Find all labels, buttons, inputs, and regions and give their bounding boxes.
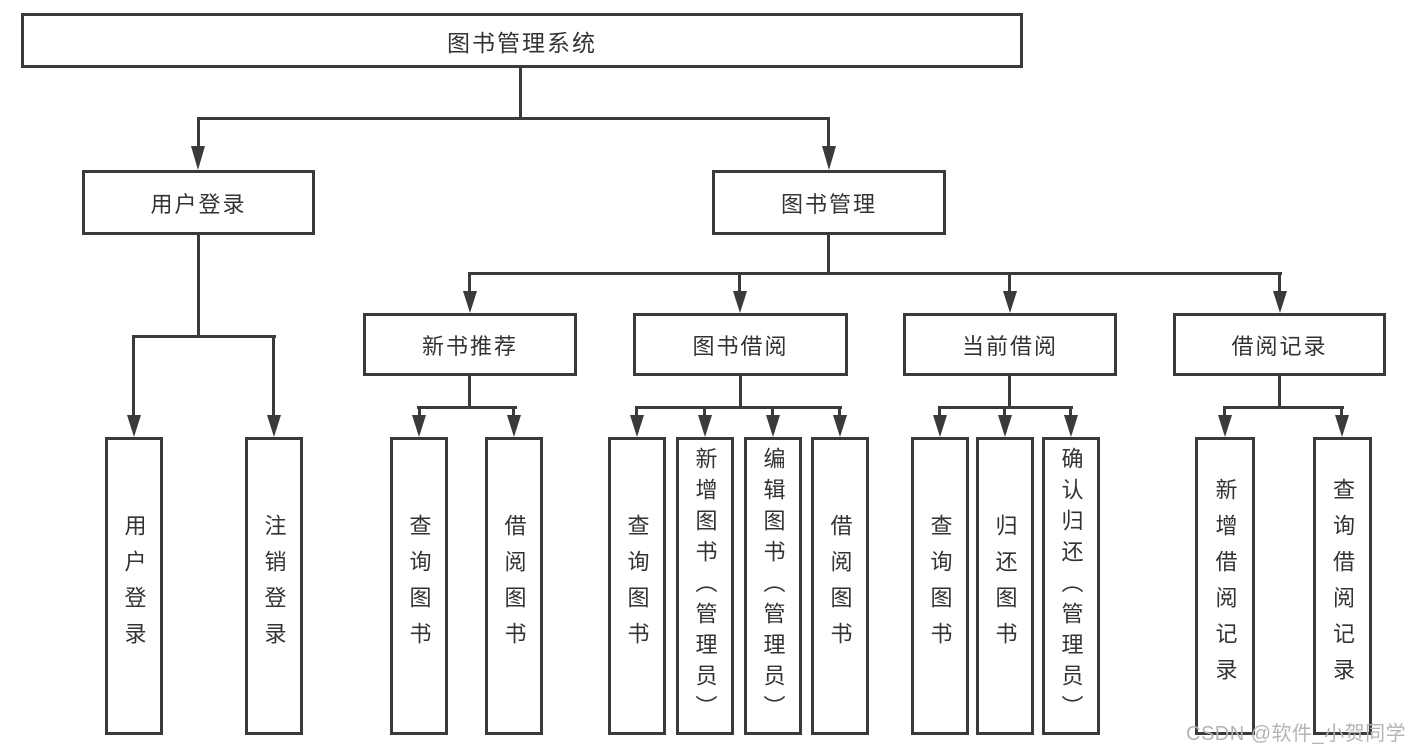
connector-line: [838, 406, 841, 416]
node-new-book-recommend-label: 新书推荐: [421, 333, 518, 359]
connector-line: [132, 335, 135, 416]
connector-line: [1278, 272, 1281, 292]
leaf-confirm-return-admin-label: 确认归还（管理员）: [1058, 446, 1084, 726]
leaf-query-borrow-record-label: 查询借阅记录: [1330, 478, 1356, 694]
connector-line: [417, 406, 517, 409]
arrowhead-down-icon: [766, 415, 780, 437]
connector-line: [1008, 376, 1011, 408]
arrowhead-down-icon: [412, 415, 426, 437]
leaf-borrow-book-recommend-label: 借阅图书: [501, 514, 527, 658]
connector-line: [827, 117, 830, 147]
leaf-add-borrow-record-label: 新增借阅记录: [1212, 478, 1238, 694]
arrowhead-down-icon: [127, 415, 141, 437]
leaf-borrow-book-borrowing-label: 借阅图书: [827, 514, 853, 658]
arrowhead-down-icon: [998, 415, 1012, 437]
connector-line: [739, 376, 742, 408]
connector-line: [938, 406, 941, 416]
connector-line: [418, 406, 421, 416]
arrowhead-down-icon: [507, 415, 521, 437]
arrowhead-down-icon: [833, 415, 847, 437]
arrowhead-down-icon: [463, 291, 477, 313]
connector-line: [468, 272, 471, 292]
arrowhead-down-icon: [822, 146, 836, 170]
connector-line: [132, 335, 276, 338]
connector-line: [272, 335, 275, 416]
leaf-user-login-label: 用户登录: [121, 514, 147, 658]
arrowhead-down-icon: [733, 291, 747, 313]
connector-line: [635, 406, 842, 409]
node-current-borrowing-label: 当前借阅: [961, 333, 1058, 359]
arrowhead-down-icon: [1218, 415, 1232, 437]
connector-line: [197, 117, 200, 147]
leaf-borrow-book-recommend: 借阅图书: [485, 437, 543, 735]
leaf-query-book-borrowing-label: 查询图书: [624, 514, 650, 658]
leaf-user-login: 用户登录: [105, 437, 163, 735]
leaf-query-book-borrowing: 查询图书: [608, 437, 666, 735]
node-new-book-recommend: 新书推荐: [363, 313, 577, 376]
node-book-management-label: 图书管理: [780, 191, 877, 217]
leaf-edit-book-admin-label: 编辑图书（管理员）: [760, 446, 786, 726]
leaf-query-book-current: 查询图书: [911, 437, 969, 735]
connector-line: [468, 272, 1282, 275]
arrowhead-down-icon: [191, 146, 205, 170]
connector-line: [1223, 406, 1344, 409]
leaf-borrow-book-borrowing: 借阅图书: [811, 437, 869, 735]
connector-line: [512, 406, 515, 416]
arrowhead-down-icon: [267, 415, 281, 437]
connector-line: [197, 117, 830, 120]
arrowhead-down-icon: [630, 415, 644, 437]
connector-line: [468, 376, 471, 408]
connector-line: [1069, 406, 1072, 416]
node-user-login: 用户登录: [82, 170, 315, 235]
node-user-login-label: 用户登录: [150, 191, 247, 217]
connector-line: [738, 272, 741, 292]
leaf-return-book-label: 归还图书: [992, 514, 1018, 658]
leaf-return-book: 归还图书: [976, 437, 1034, 735]
node-borrowing-records-label: 借阅记录: [1231, 333, 1328, 359]
node-root: 图书管理系统: [21, 13, 1023, 68]
leaf-add-borrow-record: 新增借阅记录: [1195, 437, 1255, 735]
connector-line: [1003, 406, 1006, 416]
connector-line: [703, 406, 706, 416]
connector-line: [635, 406, 638, 416]
node-book-borrowing: 图书借阅: [633, 313, 848, 376]
leaf-query-borrow-record: 查询借阅记录: [1313, 437, 1372, 735]
node-book-borrowing-label: 图书借阅: [692, 333, 789, 359]
csdn-watermark: CSDN @软件_小贺同学: [1186, 723, 1405, 745]
connector-line: [1278, 376, 1281, 408]
leaf-add-book-admin: 新增图书（管理员）: [676, 437, 734, 735]
connector-line: [1340, 406, 1343, 416]
node-book-management: 图书管理: [712, 170, 946, 235]
connector-line: [1008, 272, 1011, 292]
arrowhead-down-icon: [1335, 415, 1349, 437]
connector-line: [519, 68, 522, 117]
connector-line: [1223, 406, 1226, 416]
leaf-confirm-return-admin: 确认归还（管理员）: [1042, 437, 1100, 735]
connector-line: [771, 406, 774, 416]
node-borrowing-records: 借阅记录: [1173, 313, 1386, 376]
leaf-logout-label: 注销登录: [261, 514, 287, 658]
leaf-query-book-current-label: 查询图书: [927, 514, 953, 658]
leaf-add-book-admin-label: 新增图书（管理员）: [692, 446, 718, 726]
arrowhead-down-icon: [933, 415, 947, 437]
arrowhead-down-icon: [698, 415, 712, 437]
node-current-borrowing: 当前借阅: [903, 313, 1117, 376]
arrowhead-down-icon: [1273, 291, 1287, 313]
arrowhead-down-icon: [1003, 291, 1017, 313]
connector-line: [827, 235, 830, 275]
leaf-query-book-recommend: 查询图书: [390, 437, 448, 735]
leaf-edit-book-admin: 编辑图书（管理员）: [744, 437, 802, 735]
leaf-logout: 注销登录: [245, 437, 303, 735]
node-root-label: 图书管理系统: [447, 29, 597, 56]
leaf-query-book-recommend-label: 查询图书: [406, 514, 432, 658]
arrowhead-down-icon: [1064, 415, 1078, 437]
connector-line: [197, 235, 200, 335]
